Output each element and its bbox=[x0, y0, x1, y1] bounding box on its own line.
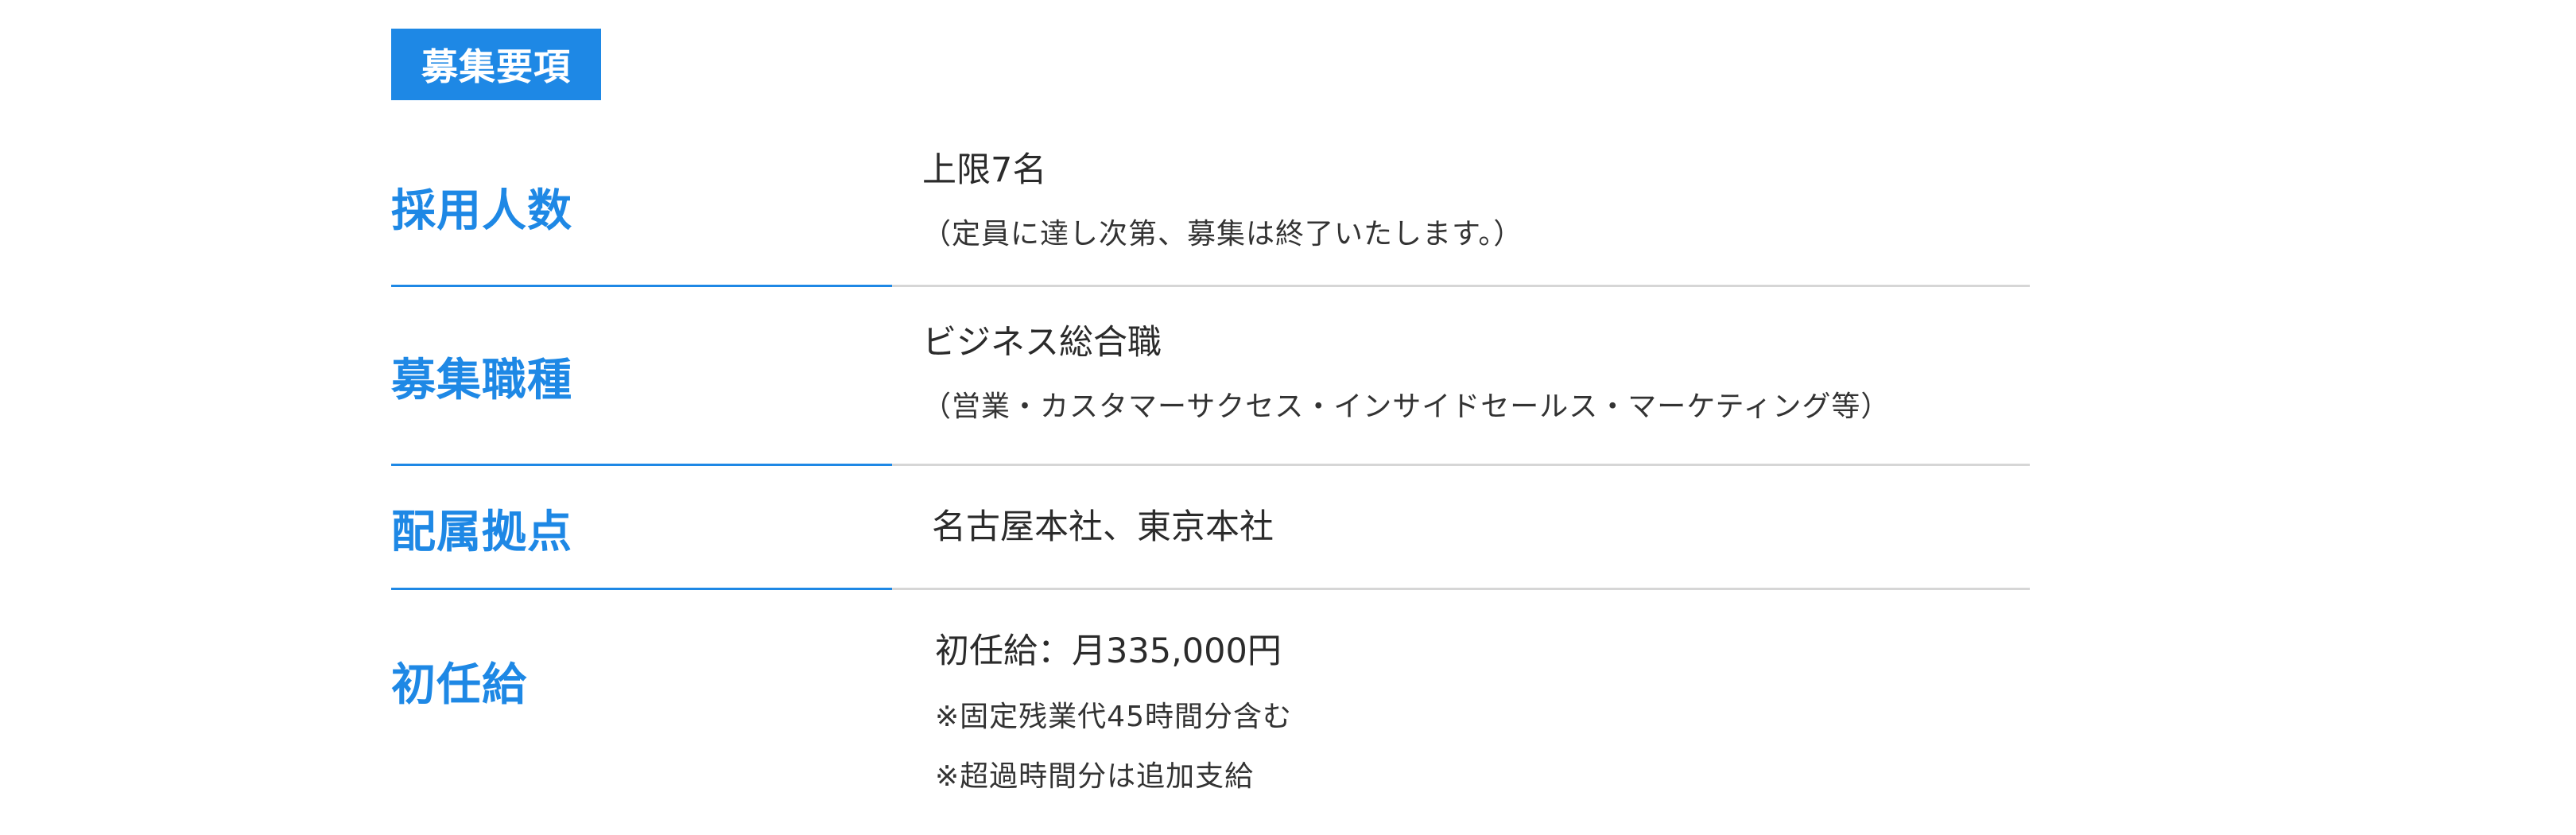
value-note: （営業・カスタマーサクセス・インサイドセールス・マーケティング等） bbox=[922, 390, 1891, 423]
row-value: 上限7名 （定員に達し次第、募集は終了いたします。） bbox=[892, 127, 2030, 287]
row-value: 名古屋本社、東京本社 bbox=[892, 466, 2030, 590]
value-note: （定員に達し次第、募集は終了いたします。） bbox=[922, 217, 1523, 250]
value-main: 名古屋本社、東京本社 bbox=[932, 507, 1274, 548]
row-job-type: 募集職種 ビジネス総合職 （営業・カスタマーサクセス・インサイドセールス・マーケ… bbox=[391, 287, 2030, 466]
requirements-table: 採用人数 上限7名 （定員に達し次第、募集は終了いたします。） 募集職種 ビジネ… bbox=[391, 127, 2030, 835]
value-main: 初任給：月335,000円 bbox=[935, 631, 1282, 671]
row-label: 募集職種 bbox=[391, 355, 572, 406]
row-location: 配属拠点 名古屋本社、東京本社 bbox=[391, 466, 2030, 590]
row-hiring-count: 採用人数 上限7名 （定員に達し次第、募集は終了いたします。） bbox=[391, 127, 2030, 287]
row-value: ビジネス総合職 （営業・カスタマーサクセス・インサイドセールス・マーケティング等… bbox=[892, 287, 2030, 466]
value-main: ビジネス総合職 bbox=[922, 323, 1162, 363]
value-note: ※固定残業代45時間分含む bbox=[935, 700, 1292, 733]
row-label: 配属拠点 bbox=[391, 506, 572, 558]
value-note: ※超過時間分は追加支給 bbox=[935, 759, 1255, 793]
section-badge: 募集要項 bbox=[391, 29, 601, 100]
value-main: 上限7名 bbox=[922, 150, 1047, 191]
row-label: 初任給 bbox=[391, 658, 527, 711]
row-value: 初任給：月335,000円 ※固定残業代45時間分含む ※超過時間分は追加支給 bbox=[892, 590, 2030, 835]
row-starting-salary: 初任給 初任給：月335,000円 ※固定残業代45時間分含む ※超過時間分は追… bbox=[391, 590, 2030, 835]
row-label: 採用人数 bbox=[391, 185, 572, 237]
